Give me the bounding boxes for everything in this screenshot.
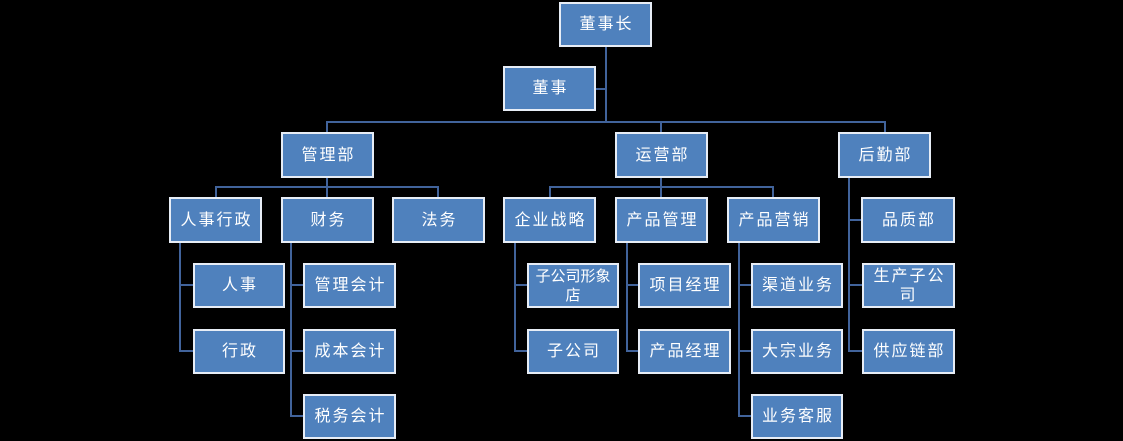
connector-line	[326, 121, 886, 123]
org-node-business-customer-service[interactable]: 业务客服	[751, 394, 843, 439]
connector-line	[292, 350, 303, 352]
org-node-tax-accounting[interactable]: 税务会计	[303, 394, 396, 439]
connector-line	[850, 350, 862, 352]
connector-line	[850, 219, 861, 221]
org-node-product-marketing[interactable]: 产品营销	[727, 197, 820, 243]
connector-line	[628, 284, 638, 286]
org-node-legal[interactable]: 法务	[392, 197, 485, 243]
org-node-logistics-dept[interactable]: 后勤部	[838, 132, 931, 178]
connector-line	[738, 243, 740, 417]
connector-line	[290, 243, 292, 417]
connector-line	[549, 188, 551, 197]
org-node-product-management[interactable]: 产品管理	[615, 197, 708, 243]
org-node-operations-dept[interactable]: 运营部	[615, 132, 708, 178]
connector-line	[850, 284, 862, 286]
connector-line	[549, 186, 774, 188]
connector-line	[740, 284, 751, 286]
org-node-hr[interactable]: 人事	[193, 263, 285, 308]
org-node-management-dept[interactable]: 管理部	[281, 132, 374, 178]
connector-line	[660, 178, 662, 187]
org-node-channel-business[interactable]: 渠道业务	[751, 263, 843, 308]
connector-line	[181, 350, 193, 352]
connector-line	[628, 350, 638, 352]
connector-line	[292, 415, 303, 417]
connector-line	[605, 47, 607, 123]
org-node-production-subsidiary[interactable]: 生产子公司	[862, 263, 955, 308]
connector-line	[848, 178, 850, 352]
org-node-finance[interactable]: 财务	[281, 197, 374, 243]
connector-line	[740, 350, 751, 352]
connector-line	[516, 284, 527, 286]
connector-line	[326, 178, 328, 187]
connector-line	[292, 284, 303, 286]
connector-line	[660, 188, 662, 197]
connector-line	[326, 188, 328, 197]
org-node-hr-admin[interactable]: 人事行政	[169, 197, 262, 243]
connector-line	[215, 186, 439, 188]
org-node-supply-chain-dept[interactable]: 供应链部	[862, 329, 955, 374]
org-node-quality-dept[interactable]: 品质部	[861, 197, 955, 243]
connector-line	[326, 123, 328, 132]
connector-line	[772, 188, 774, 197]
org-node-product-manager[interactable]: 产品经理	[638, 329, 731, 374]
org-node-bulk-business[interactable]: 大宗业务	[751, 329, 843, 374]
connector-line	[660, 123, 662, 132]
connector-line	[179, 243, 181, 352]
connector-line	[884, 123, 886, 132]
connector-line	[626, 243, 628, 352]
org-node-chairman[interactable]: 董事长	[559, 2, 652, 47]
connector-line	[215, 188, 217, 197]
org-node-project-manager[interactable]: 项目经理	[638, 263, 731, 308]
connector-line	[181, 284, 193, 286]
org-node-corporate-strategy[interactable]: 企业战略	[503, 197, 596, 243]
org-node-admin[interactable]: 行政	[193, 329, 285, 374]
org-node-management-accounting[interactable]: 管理会计	[303, 263, 396, 308]
org-node-subsidiary[interactable]: 子公司	[527, 329, 619, 374]
org-node-subsidiary-image-store[interactable]: 子公司形象店	[527, 263, 619, 308]
org-node-cost-accounting[interactable]: 成本会计	[303, 329, 396, 374]
connector-line	[514, 243, 516, 352]
connector-line	[516, 350, 527, 352]
connector-line	[596, 88, 605, 90]
connector-line	[437, 188, 439, 197]
org-node-director[interactable]: 董事	[503, 66, 596, 111]
connector-line	[740, 415, 751, 417]
